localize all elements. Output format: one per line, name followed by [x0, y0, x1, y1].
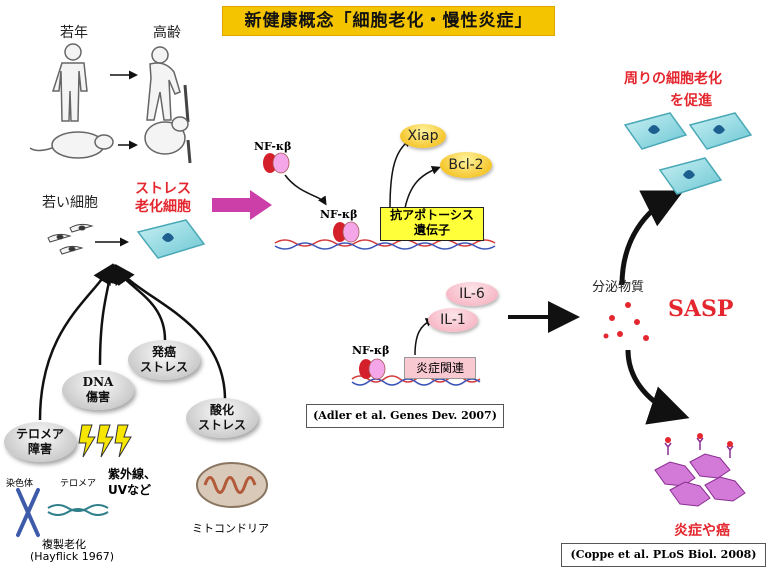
chromosome-icon — [16, 488, 40, 537]
nfkb-label-inflammation: NF-κβ — [352, 344, 390, 357]
inflammation-gene-box: 炎症関連 — [404, 357, 476, 379]
mitochondria-label: ミトコンドリア — [192, 522, 269, 535]
secreted-factors-label: 分泌物質 — [592, 280, 645, 295]
inflammation-cancer-label: 炎症や癌 — [674, 523, 730, 539]
oxidative-line1: 酸化 — [209, 403, 234, 417]
il6-bubble: IL-6 — [446, 282, 498, 306]
oncogenic-line2: ストレス — [139, 360, 188, 374]
neighbor-cells-icon — [623, 112, 753, 195]
sasp-label: SASP — [668, 296, 734, 322]
dna-strand-top — [274, 239, 496, 250]
stress-label: ストレス — [135, 181, 191, 197]
bcl2-bubble: Bcl-2 — [440, 152, 492, 178]
stress-to-nfkb-arrow — [212, 190, 272, 220]
young-cell-label: 若い細胞 — [42, 195, 98, 211]
young-mouse-icon — [29, 131, 114, 159]
replicative-senescence-label: 複製老化 — [42, 538, 86, 551]
young-person-icon — [51, 43, 88, 122]
chromosome-label: 染色体 — [6, 479, 34, 489]
old-mouse-icon — [144, 116, 192, 164]
receptor-icon — [664, 437, 734, 458]
anti-apoptosis-gene-box: 抗アポトーシス 遺伝子 — [380, 207, 484, 241]
coppe-citation: (Coppe et al. PLoS Biol. 2008) — [561, 543, 766, 567]
oncogenic-stress-ellipse: 発癌ストレス — [128, 340, 200, 380]
nfkb-complex-inflammation-icon — [359, 358, 386, 380]
senescent-cell-icon — [136, 219, 206, 259]
sasp-down-arrow — [625, 349, 690, 425]
secreted-factors-icon — [603, 302, 649, 341]
oncogenic-line1: 発癌 — [151, 345, 176, 359]
uv-label: 紫外線、 UVなど — [108, 466, 156, 498]
elderly-person-icon — [146, 46, 190, 123]
dna-damage-line1: DNA — [82, 375, 114, 389]
uv-line2: UVなど — [108, 483, 152, 497]
old-age-label: 高齢 — [153, 25, 181, 41]
telomere-dna-icon — [47, 504, 109, 516]
young-age-label: 若年 — [60, 25, 88, 41]
stressor-arrows — [38, 263, 227, 421]
young-cells-icon — [47, 223, 94, 255]
nfkb-complex-free-icon — [263, 152, 290, 174]
telomere-damage-line1: テロメア — [15, 427, 64, 441]
page-title: 新健康概念「細胞老化・慢性炎症」 — [222, 6, 555, 36]
xiap-bubble: Xiap — [400, 124, 446, 148]
promote-label-line1: 周りの細胞老化 — [624, 71, 722, 87]
mitochondria-icon — [196, 462, 268, 508]
anti-apoptosis-line2: 遺伝子 — [413, 223, 450, 237]
promote-label-line2: を促進 — [670, 93, 712, 109]
telomere-damage-line2: 障害 — [27, 442, 52, 456]
sasp-up-arrow — [619, 190, 684, 286]
adler-citation: (Adler et al. Genes Dev. 2007) — [306, 404, 504, 428]
nfkb-complex-bound-icon — [333, 221, 360, 243]
telomere-small-label: テロメア — [60, 479, 97, 489]
oxidative-stress-ellipse: 酸化ストレス — [186, 398, 258, 438]
anti-apoptosis-line1: 抗アポトーシス — [390, 208, 474, 222]
il1-bubble: IL-1 — [428, 308, 478, 332]
oxidative-line2: ストレス — [197, 418, 246, 432]
lightning-icon — [78, 424, 132, 458]
telomere-damage-ellipse: テロメア障害 — [4, 422, 76, 462]
uv-line1: 紫外線、 — [108, 467, 157, 481]
inflamed-cells-icon — [654, 453, 746, 507]
hayflick-citation: (Hayflick 1967) — [30, 550, 114, 563]
nfkb-label-bound: NF-κβ — [320, 208, 358, 221]
nfkb-translocation-arrow — [284, 174, 327, 206]
nfkb-label-free: NF-κβ — [254, 140, 292, 153]
senescent-cell-label: 老化細胞 — [135, 199, 191, 215]
dna-damage-line2: 傷害 — [85, 390, 110, 404]
